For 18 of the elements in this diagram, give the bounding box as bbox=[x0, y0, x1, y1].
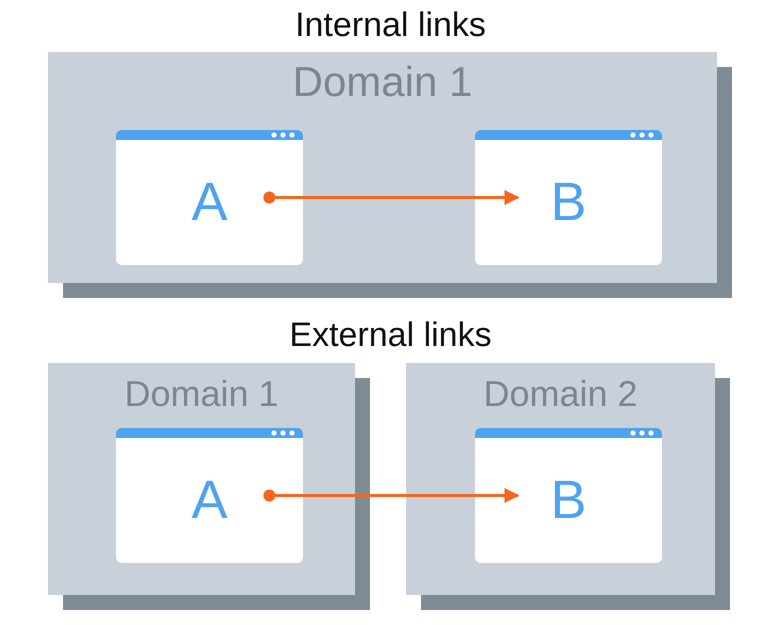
section-heading: Internal links bbox=[294, 6, 487, 45]
domain-panel bbox=[48, 363, 355, 595]
panel-heading: Domain 2 bbox=[482, 373, 639, 415]
browser-window bbox=[116, 130, 303, 265]
page-letter: A bbox=[190, 172, 229, 232]
browser-window bbox=[475, 130, 662, 265]
page-letter: B bbox=[549, 172, 588, 232]
domain-panel bbox=[48, 52, 717, 283]
page-letter: A bbox=[190, 470, 229, 530]
section-heading: External links bbox=[288, 316, 493, 355]
page-letter: B bbox=[549, 470, 588, 530]
browser-window bbox=[475, 428, 662, 563]
arrow bbox=[263, 488, 520, 503]
browser-window bbox=[116, 428, 303, 563]
domain-panel bbox=[406, 363, 715, 595]
panel-heading: Domain 1 bbox=[292, 58, 474, 106]
panel-heading: Domain 1 bbox=[123, 373, 280, 415]
arrow bbox=[263, 190, 520, 205]
